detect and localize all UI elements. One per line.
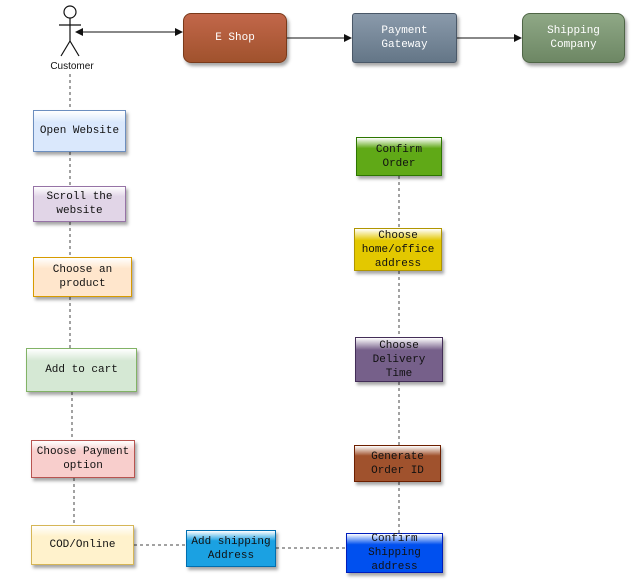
add-shipping-address-label: Add shipping Address xyxy=(191,535,271,562)
add-shipping-address-node[interactable]: Add shipping Address xyxy=(186,530,276,567)
scroll-website-label: Scroll the website xyxy=(46,191,113,217)
shipping-company-label: Shipping Company xyxy=(547,25,600,51)
payment-gateway-label: Payment Gateway xyxy=(381,25,428,51)
choose-product-node[interactable]: Choose an product xyxy=(33,257,132,297)
confirm-shipping-label: Confirm Shipping address xyxy=(368,533,421,573)
generate-order-id-node[interactable]: Generate Order ID xyxy=(354,445,441,482)
shipping-company-node[interactable]: Shipping Company xyxy=(522,13,625,63)
generate-order-id-label: Generate Order ID xyxy=(371,450,424,477)
choose-address-node[interactable]: Choose home/office address xyxy=(354,228,442,271)
add-to-cart-label: Add to cart xyxy=(45,364,118,376)
confirm-order-node[interactable]: Confirm Order xyxy=(356,137,442,176)
scroll-website-node[interactable]: Scroll the website xyxy=(33,186,126,222)
payment-gateway-node[interactable]: Payment Gateway xyxy=(352,13,457,63)
open-website-node[interactable]: Open Website xyxy=(33,110,126,152)
choose-payment-node[interactable]: Choose Payment option xyxy=(31,440,135,478)
choose-product-label: Choose an product xyxy=(52,264,113,290)
open-website-label: Open Website xyxy=(39,125,120,137)
choose-delivery-node[interactable]: Choose Delivery Time xyxy=(355,337,443,382)
confirm-order-label: Confirm Order xyxy=(375,143,423,170)
confirm-shipping-node[interactable]: Confirm Shipping address xyxy=(346,533,443,573)
add-to-cart-node[interactable]: Add to cart xyxy=(26,348,137,392)
eshop-label: E Shop xyxy=(215,32,255,44)
customer-label: Customer xyxy=(50,61,94,72)
choose-delivery-label: Choose Delivery Time xyxy=(372,339,426,380)
choose-payment-label: Choose Payment option xyxy=(36,446,130,472)
cod-online-node[interactable]: COD/Online xyxy=(31,525,134,565)
eshop-node[interactable]: E Shop xyxy=(183,13,287,63)
cod-online-label: COD/Online xyxy=(49,539,116,551)
customer-actor-icon xyxy=(59,5,81,57)
choose-address-label: Choose home/office address xyxy=(361,229,435,270)
